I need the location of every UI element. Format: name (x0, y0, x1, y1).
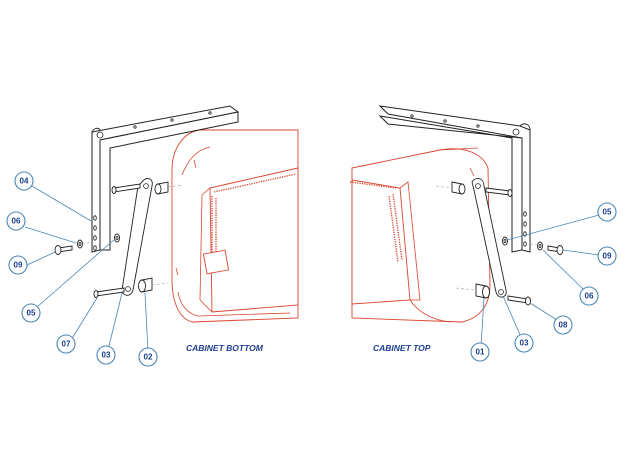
callout-07-label: 07 (62, 340, 71, 349)
cabinet-bottom-body (171, 129, 299, 323)
right-link-plate (471, 178, 507, 298)
callout-09-right: 09 (597, 246, 617, 266)
caption-cabinet-bottom: CABINET BOTTOM (186, 343, 264, 353)
callout-09-left-label: 09 (14, 261, 23, 270)
callout-03-left-label: 03 (102, 351, 111, 360)
left-washer-06 (77, 239, 83, 249)
left-washer-05 (114, 233, 120, 243)
callout-01: 01 (470, 342, 490, 362)
callout-04-label: 04 (20, 177, 29, 186)
left-spacer-bottom (138, 277, 153, 293)
right-assembly: 05 09 06 08 03 01 CABINET TOP (349, 105, 617, 362)
right-spacer-top (451, 181, 466, 195)
callout-03-left: 03 (96, 345, 116, 365)
callout-01-label: 01 (476, 348, 485, 357)
right-bolt-09 (547, 245, 564, 255)
callout-05-right: 05 (597, 202, 617, 222)
callout-04: 04 (14, 171, 34, 191)
callout-09-left: 09 (8, 255, 28, 275)
callout-06-left: 06 (6, 211, 26, 231)
callout-05-left: 05 (21, 303, 41, 323)
callout-03-right: 03 (514, 333, 534, 353)
callout-02-label: 02 (144, 353, 153, 362)
callout-05-right-label: 05 (603, 208, 612, 217)
callout-08: 08 (553, 315, 573, 335)
caption-cabinet-top: CABINET TOP (373, 343, 431, 353)
right-bolt-08 (507, 295, 531, 306)
left-assembly: 04 06 09 05 07 03 02 CABINET BOTTOM (6, 105, 299, 367)
right-mounting-bracket (378, 105, 531, 253)
callout-05-left-label: 05 (27, 309, 36, 318)
left-bolt-top (111, 183, 141, 194)
callout-06-left-label: 06 (12, 217, 21, 226)
callout-03-right-label: 03 (520, 339, 529, 348)
left-spacer-top (154, 181, 169, 195)
callout-08-label: 08 (559, 321, 568, 330)
cabinet-top-body (349, 147, 491, 323)
right-washer-06 (537, 241, 543, 251)
left-bolt-09 (54, 245, 73, 255)
callout-06-right: 06 (579, 286, 599, 306)
left-link-plate (121, 178, 153, 296)
right-washer-05 (502, 236, 508, 246)
right-spacer-01 (475, 283, 490, 299)
right-bolt-top (485, 187, 513, 197)
callout-09-right-label: 09 (603, 252, 612, 261)
left-bolt-07 (93, 287, 125, 298)
callout-07: 07 (56, 334, 76, 354)
callout-06-right-label: 06 (585, 292, 594, 301)
callout-02: 02 (138, 347, 158, 367)
left-mounting-bracket (91, 105, 240, 253)
